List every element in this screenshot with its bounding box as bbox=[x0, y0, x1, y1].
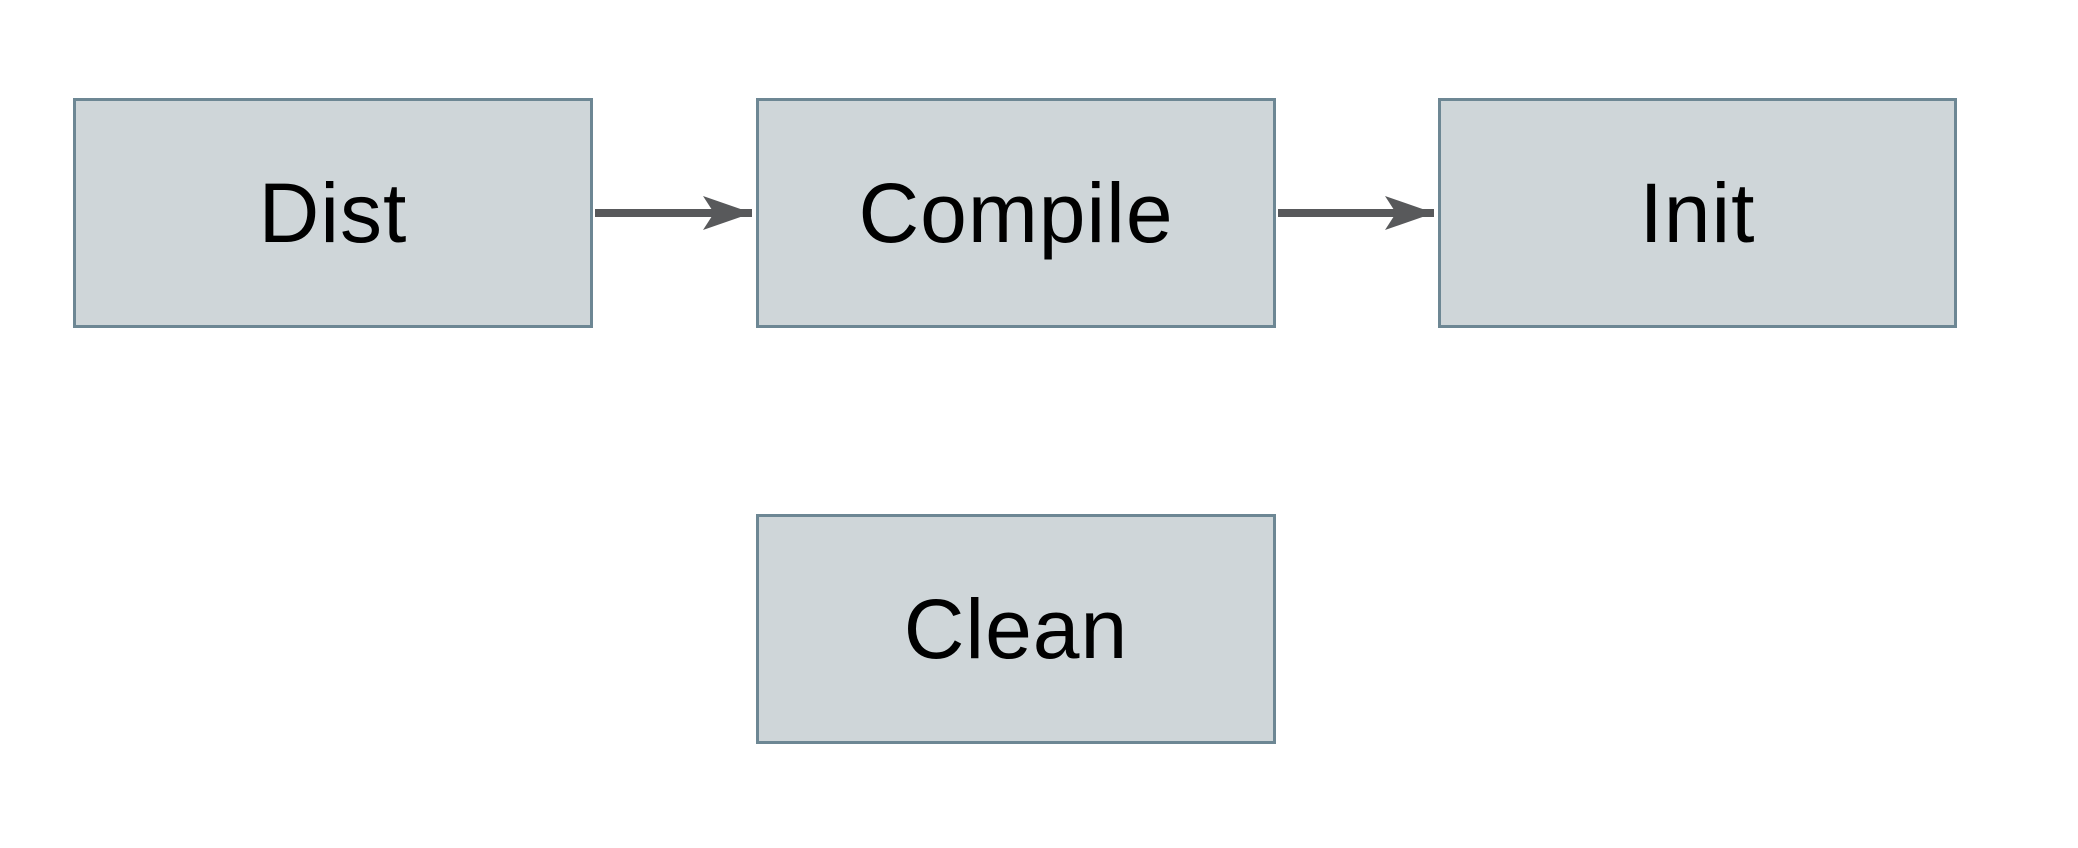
node-init-label: Init bbox=[1639, 166, 1756, 260]
node-init[interactable]: Init bbox=[1438, 98, 1957, 328]
node-dist-label: Dist bbox=[258, 166, 408, 260]
node-clean[interactable]: Clean bbox=[756, 514, 1276, 744]
node-compile-label: Compile bbox=[858, 166, 1174, 260]
node-compile[interactable]: Compile bbox=[756, 98, 1276, 328]
node-dist[interactable]: Dist bbox=[73, 98, 593, 328]
node-clean-label: Clean bbox=[903, 582, 1129, 676]
